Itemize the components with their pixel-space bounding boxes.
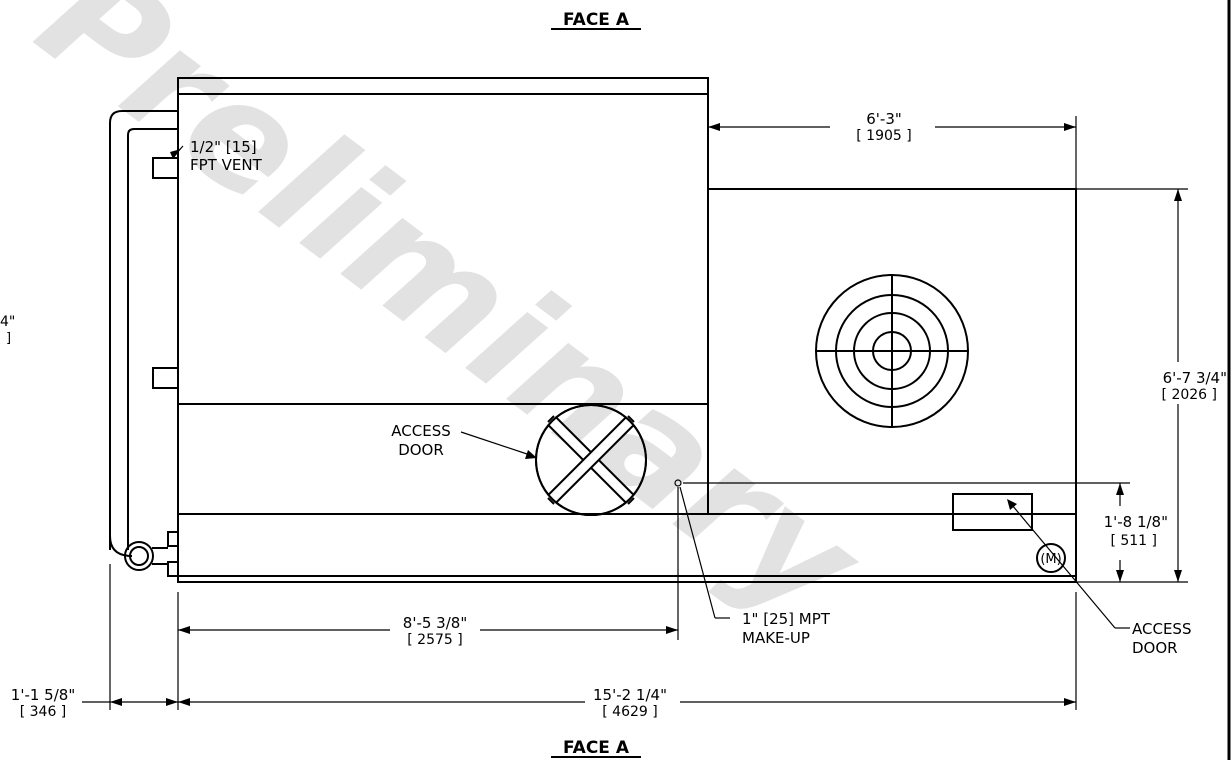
left-partial-dim-imperial: 4" xyxy=(0,314,15,330)
motor-symbol: (M) xyxy=(1036,543,1066,573)
vent-stub-upper xyxy=(152,157,179,179)
dim-overall-imperial: 15'-2 1/4" xyxy=(593,686,667,704)
dim-fan-section-width xyxy=(707,116,1077,189)
vent-stub-lower xyxy=(152,367,179,389)
vent-callout-line2: FPT VENT xyxy=(190,156,263,174)
dim-makeup-imperial: 8'-5 3/8" xyxy=(403,614,467,632)
external-piping xyxy=(109,110,179,577)
dim-basin-height-metric: [ 511 ] xyxy=(1110,533,1157,549)
face-title-top: FACE A xyxy=(563,10,630,30)
dim-basin-height xyxy=(1116,483,1124,582)
access-door-circular xyxy=(535,404,647,516)
left-partial-dim-metric: ] xyxy=(6,331,11,346)
dim-fan-width-metric: [ 1905 ] xyxy=(856,128,911,144)
motor-symbol-text: (M) xyxy=(1040,552,1061,567)
dim-overall-metric: [ 4629 ] xyxy=(602,704,657,720)
makeup-connection-point xyxy=(674,479,682,487)
access-door-right-callout-line2: DOOR xyxy=(1132,639,1178,657)
face-title-bottom: FACE A xyxy=(563,738,630,758)
makeup-leader xyxy=(679,486,716,619)
dim-overall-length xyxy=(178,698,1076,706)
vent-callout-line1: 1/2" [15] xyxy=(190,138,257,156)
dim-piping-offset xyxy=(82,698,178,706)
makeup-callout-line2: MAKE-UP xyxy=(742,629,810,647)
fan-guard xyxy=(815,274,969,428)
dim-piping-metric: [ 346 ] xyxy=(20,704,67,720)
dim-makeup-metric: [ 2575 ] xyxy=(407,632,462,648)
access-door-left-callout-line1: ACCESS xyxy=(391,422,450,440)
dim-fan-height-imperial: 6'-7 3/4" xyxy=(1163,369,1227,387)
fan-section xyxy=(707,188,1077,515)
preliminary-watermark: Preliminary xyxy=(8,0,893,657)
cold-water-basin xyxy=(177,513,1077,583)
dim-basin-height-imperial: 1'-8 1/8" xyxy=(1104,513,1168,531)
access-door-right-callout-line1: ACCESS xyxy=(1132,620,1191,638)
access-door-rectangular xyxy=(952,493,1033,531)
dim-fan-section-height xyxy=(1076,188,1188,583)
dim-fan-width-imperial: 6'-3" xyxy=(866,110,902,128)
dim-piping-imperial: 1'-1 5/8" xyxy=(11,686,75,704)
access-door-right-leader xyxy=(1011,504,1116,629)
makeup-callout-line1: 1" [25] MPT xyxy=(742,610,831,628)
dim-makeup-offset xyxy=(178,626,678,634)
access-door-left-leader xyxy=(460,431,531,456)
access-door-left-callout-line2: DOOR xyxy=(398,441,444,459)
dim-fan-height-metric: [ 2026 ] xyxy=(1162,387,1217,403)
